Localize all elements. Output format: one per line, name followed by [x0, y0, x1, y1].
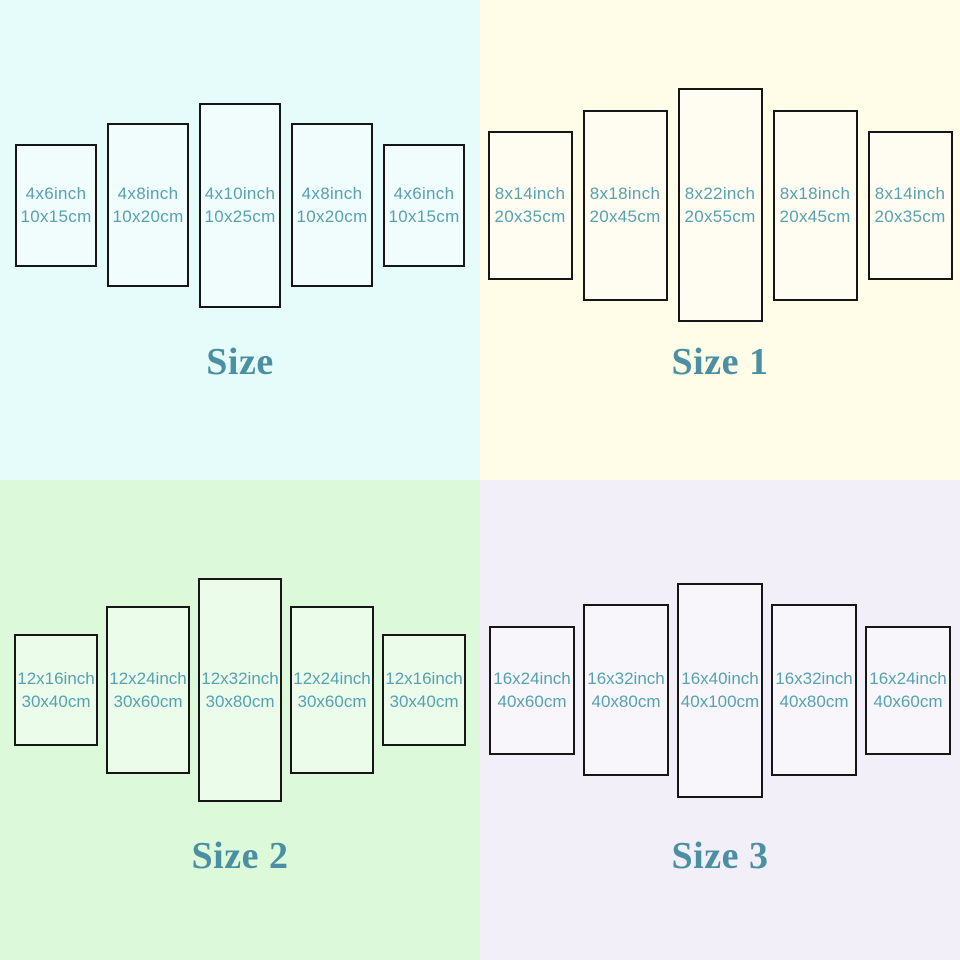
panel-size-cm: 40x80cm: [591, 692, 661, 711]
quadrant-title: Size 2: [191, 835, 289, 877]
panel: 4x10inch 10x25cm: [199, 102, 281, 308]
panel-size-cm: 20x45cm: [779, 207, 851, 226]
panel: 4x6inch 10x15cm: [383, 143, 465, 267]
panel: 16x32inch 40x80cm: [771, 604, 857, 776]
panel-size-inch: 16x32inch: [775, 669, 853, 688]
panel-size-inch: 4x6inch: [393, 184, 455, 203]
panel: 4x6inch 10x15cm: [15, 143, 97, 267]
panel: 16x32inch 40x80cm: [583, 604, 669, 776]
panel-size-inch: 4x6inch: [25, 184, 87, 203]
panel-size-inch: 12x32inch: [201, 669, 279, 688]
quadrant-size-3: 16x24inch 40x60cm 16x32inch 40x80cm 16x4…: [480, 480, 960, 960]
panel: 8x14inch 20x35cm: [867, 130, 953, 280]
panel-size-cm: 10x25cm: [204, 207, 276, 226]
panel: 12x24inch 30x60cm: [290, 606, 374, 774]
quadrant-title: Size: [206, 341, 274, 383]
panel-size-inch: 8x18inch: [779, 184, 851, 203]
panel-size-inch: 4x10inch: [204, 184, 276, 203]
panel-row: 16x24inch 40x60cm 16x32inch 40x80cm 16x4…: [480, 480, 960, 900]
quadrant-title: Size 3: [671, 835, 769, 877]
panel: 8x14inch 20x35cm: [487, 130, 573, 280]
panel-size-inch: 8x22inch: [684, 184, 756, 203]
panel: 8x18inch 20x45cm: [772, 109, 858, 301]
panel-row: 12x16inch 30x40cm 12x24inch 30x60cm 12x3…: [0, 480, 480, 900]
panel: 16x40inch 40x100cm: [677, 582, 763, 798]
panel-size-inch: 4x8inch: [117, 184, 179, 203]
panel: 12x24inch 30x60cm: [106, 606, 190, 774]
panel-size-inch: 16x24inch: [493, 669, 571, 688]
panel-size-inch: 12x16inch: [385, 669, 463, 688]
panel-size-cm: 10x15cm: [388, 207, 460, 226]
panel-size-inch: 12x16inch: [17, 669, 95, 688]
quadrant-title: Size 1: [671, 341, 769, 383]
panel-size-cm: 10x20cm: [112, 207, 184, 226]
quadrant-size: 4x6inch 10x15cm 4x8inch 10x20cm 4x10inch…: [0, 0, 480, 480]
panel-size-inch: 16x32inch: [587, 669, 665, 688]
panel-size-cm: 40x100cm: [680, 692, 760, 711]
panel: 16x24inch 40x60cm: [489, 625, 575, 755]
panel-size-inch: 4x8inch: [301, 184, 363, 203]
panel-size-cm: 40x60cm: [873, 692, 943, 711]
panel-size-cm: 30x40cm: [21, 692, 91, 711]
panel-size-cm: 40x60cm: [497, 692, 567, 711]
quadrant-size-2: 12x16inch 30x40cm 12x24inch 30x60cm 12x3…: [0, 480, 480, 960]
panel: 12x32inch 30x80cm: [198, 578, 282, 802]
panel-size-cm: 20x35cm: [874, 207, 946, 226]
panel-size-cm: 30x80cm: [205, 692, 275, 711]
panel-size-inch: 8x14inch: [494, 184, 566, 203]
panel: 12x16inch 30x40cm: [14, 634, 98, 746]
panel-size-cm: 10x15cm: [20, 207, 92, 226]
panel: 8x18inch 20x45cm: [582, 109, 668, 301]
panel-size-inch: 12x24inch: [293, 669, 371, 688]
panel: 4x8inch 10x20cm: [107, 123, 189, 287]
panel-size-cm: 30x60cm: [297, 692, 367, 711]
panel-size-cm: 20x45cm: [589, 207, 661, 226]
panel-size-inch: 16x40inch: [681, 669, 759, 688]
panel-size-cm: 40x80cm: [779, 692, 849, 711]
panel-size-cm: 20x55cm: [684, 207, 756, 226]
panel-size-inch: 12x24inch: [109, 669, 187, 688]
panel-size-cm: 30x40cm: [389, 692, 459, 711]
panel-size-inch: 8x14inch: [874, 184, 946, 203]
panel-size-cm: 20x35cm: [494, 207, 566, 226]
panel-size-cm: 10x20cm: [296, 207, 368, 226]
panel-row: 4x6inch 10x15cm 4x8inch 10x20cm 4x10inch…: [0, 0, 480, 410]
panel: 16x24inch 40x60cm: [865, 625, 951, 755]
panel-size-cm: 30x60cm: [113, 692, 183, 711]
panel-size-inch: 8x18inch: [589, 184, 661, 203]
panel: 4x8inch 10x20cm: [291, 123, 373, 287]
panel-size-inch: 16x24inch: [869, 669, 947, 688]
quadrant-size-1: 8x14inch 20x35cm 8x18inch 20x45cm 8x22in…: [480, 0, 960, 480]
panel: 12x16inch 30x40cm: [382, 634, 466, 746]
panel-row: 8x14inch 20x35cm 8x18inch 20x45cm 8x22in…: [480, 0, 960, 410]
panel: 8x22inch 20x55cm: [677, 88, 763, 322]
